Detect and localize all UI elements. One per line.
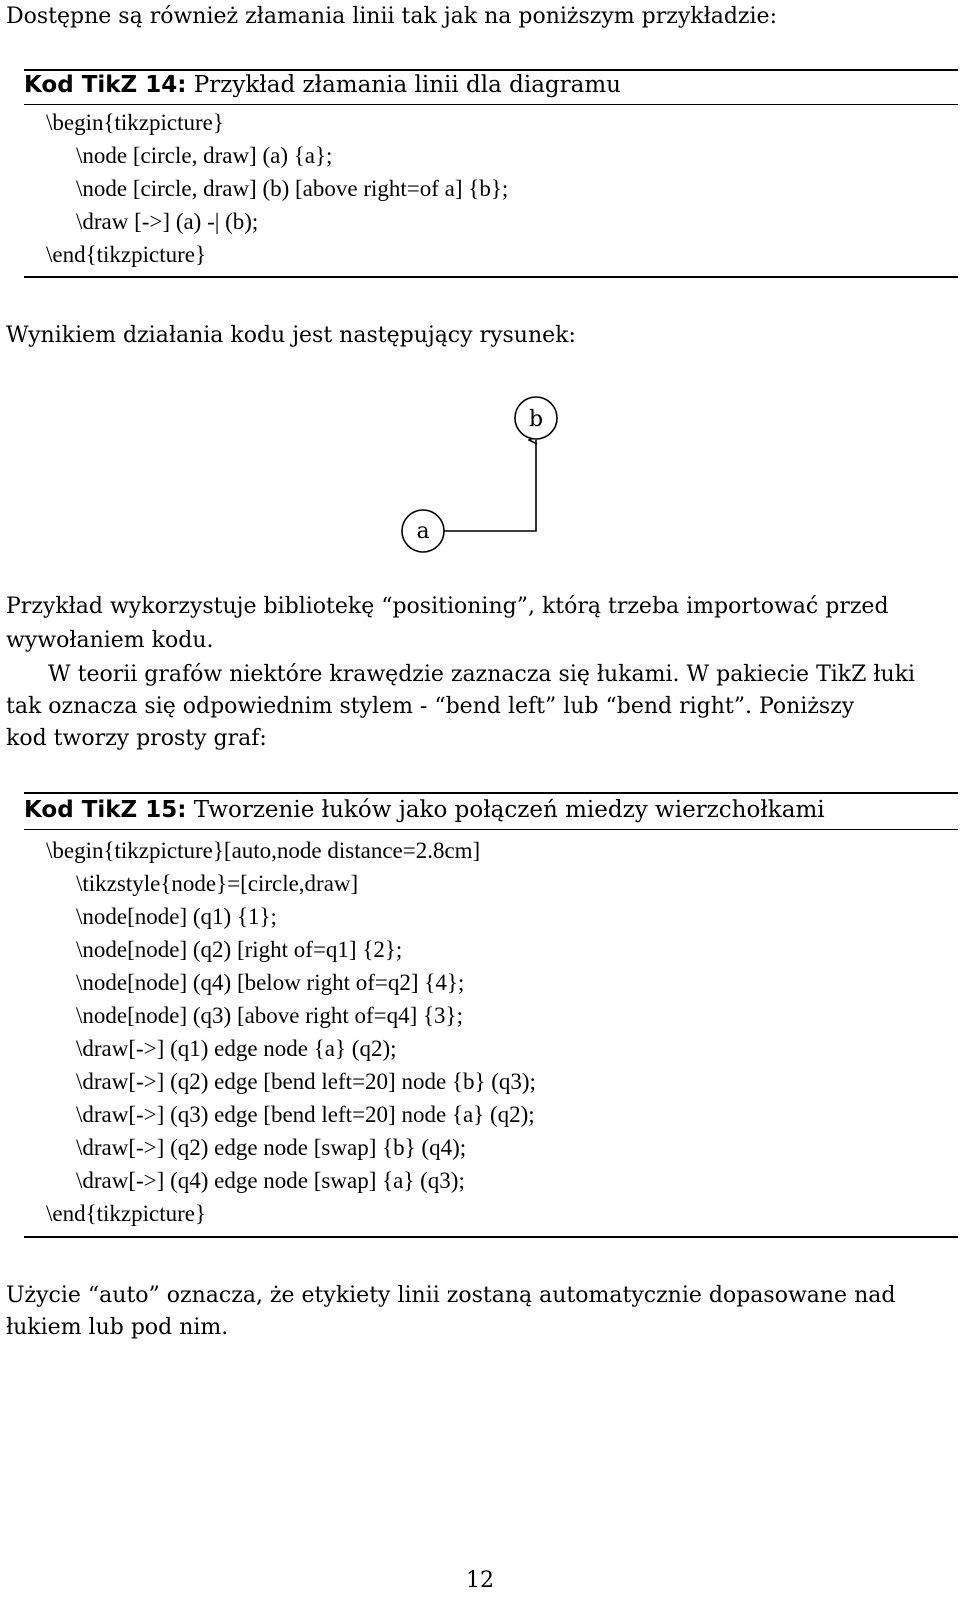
- code-line: \draw[->] (q3) edge [bend left=20] node …: [76, 1102, 535, 1127]
- edge-a-to-b: [437, 440, 536, 532]
- code-line: \node[node] (q3) [above right of=q4] {3}…: [76, 1003, 463, 1028]
- paragraph-line: Przykład wykorzystuje bibliotekę “positi…: [6, 594, 889, 619]
- paragraph-line: kod tworzy prosty graf:: [6, 726, 267, 751]
- code-line: \draw[->] (q2) edge node [swap] {b} (q4)…: [76, 1135, 467, 1160]
- code-line: \begin{tikzpicture}: [46, 110, 224, 135]
- code-line: \draw[->] (q2) edge [bend left=20] node …: [76, 1069, 536, 1094]
- listing-title: Tworzenie łuków jako połączeń miedzy wie…: [193, 797, 825, 823]
- paragraph-line: W teorii grafów niektóre krawędzie zazna…: [48, 662, 916, 687]
- listing-label: Kod TikZ 14:: [24, 72, 187, 98]
- listing-caption: Kod TikZ 14: Przykład złamania linii dla…: [24, 70, 621, 100]
- listing-label: Kod TikZ 15:: [24, 797, 187, 823]
- listing-caption: Kod TikZ 15: Tworzenie łuków jako połącz…: [24, 795, 825, 825]
- listing-bottom-rule: [24, 276, 958, 278]
- listing-caption-rule: [24, 104, 958, 105]
- code-line: \node [circle, draw] (a) {a};: [76, 143, 333, 168]
- code-line: \draw[->] (q1) edge node {a} (q2);: [76, 1036, 397, 1061]
- paragraph-line: wywołaniem kodu.: [6, 628, 214, 653]
- intro-text: Dostępne są również złamania linii tak j…: [6, 4, 777, 29]
- code-line: \tikzstyle{node}=[circle,draw]: [76, 871, 359, 896]
- paragraph-line: Użycie “auto” oznacza, że etykiety linii…: [6, 1283, 896, 1308]
- page-number: 12: [466, 1568, 494, 1593]
- node-b-circle: [514, 396, 558, 440]
- code-line: \node[node] (q1) {1};: [76, 904, 277, 929]
- code-line: \end{tikzpicture}: [46, 242, 207, 267]
- listing-bottom-rule: [24, 1236, 958, 1238]
- paragraph-line: łukiem lub pod nim.: [6, 1315, 229, 1340]
- code-line: \node[node] (q2) [right of=q1] {2};: [76, 937, 403, 962]
- node-a-circle: [401, 509, 445, 553]
- listing-top-rule: [24, 792, 958, 794]
- listing-title: Przykład złamania linii dla diagramu: [193, 72, 621, 98]
- code-line: \node [circle, draw] (b) [above right=of…: [76, 176, 509, 201]
- paragraph-line: tak oznacza się odpowiednim stylem - “be…: [6, 694, 855, 719]
- code-line: \end{tikzpicture}: [46, 1201, 207, 1226]
- code-line: \draw [->] (a) -| (b);: [76, 209, 259, 234]
- code-line: \draw[->] (q4) edge node [swap] {a} (q3)…: [76, 1168, 465, 1193]
- result-text: Wynikiem działania kodu jest następujący…: [6, 323, 576, 348]
- listing-top-rule: [24, 69, 958, 71]
- code-line: \node[node] (q4) [below right of=q2] {4}…: [76, 970, 465, 995]
- code-line: \begin{tikzpicture}[auto,node distance=2…: [46, 838, 481, 863]
- node-a-label: a: [416, 519, 429, 544]
- node-b-label: b: [529, 407, 543, 432]
- listing-caption-rule: [24, 829, 958, 830]
